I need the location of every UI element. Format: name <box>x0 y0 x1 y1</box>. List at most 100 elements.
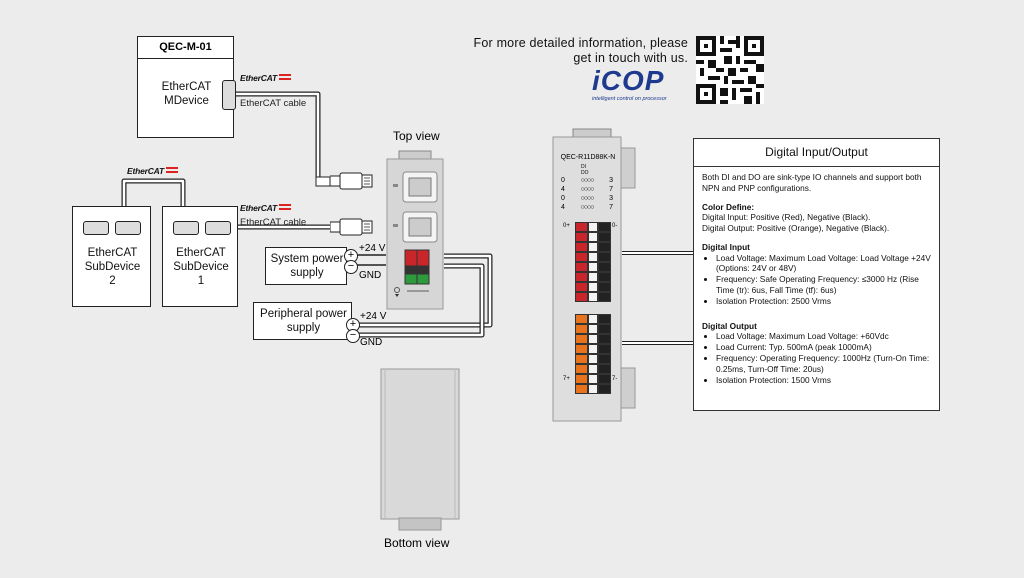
master-port <box>222 80 236 110</box>
terminal-row <box>575 292 611 302</box>
terminal-positive <box>575 282 589 292</box>
top-view-label: Top view <box>393 129 440 143</box>
terminal-row <box>575 272 611 282</box>
contact-line-2: get in touch with us. <box>573 51 688 65</box>
terminal-positive <box>575 384 589 394</box>
terminal-negative <box>597 354 611 364</box>
icop-logo-text: iCOP <box>592 65 665 96</box>
info-body: Both DI and DO are sink-type IO channels… <box>694 167 939 390</box>
do-list: Load Voltage: Maximum Load Voltage: +60V… <box>702 331 931 385</box>
contact-text: For more detailed information, please ge… <box>450 36 688 66</box>
terminal-slot <box>588 272 598 282</box>
subdevice-2-port-a <box>83 221 109 235</box>
led-row: 0 ○○○○ 3 <box>561 194 613 203</box>
terminal-row <box>575 222 611 232</box>
di-item: Frequency: Safe Operating Frequency: ≤30… <box>716 274 931 296</box>
terminal-negative <box>597 324 611 334</box>
terminal-row <box>575 252 611 262</box>
peripheral-power-box: Peripheral power supply <box>253 302 352 340</box>
terminal-negative <box>597 242 611 252</box>
master-name-line-1: EtherCAT <box>161 81 212 93</box>
led-dots: ○○○○ <box>580 186 595 193</box>
terminal-row <box>575 242 611 252</box>
terminal-positive <box>575 324 589 334</box>
system-power-line-2: supply <box>290 266 324 279</box>
color-define-title: Color Define: <box>702 201 755 212</box>
terminal-positive <box>575 222 589 232</box>
terminal-negative <box>597 364 611 374</box>
qr-code[interactable] <box>696 36 764 104</box>
peripheral-power-line-1: Peripheral power <box>260 308 347 320</box>
system-power-line-1: System power <box>270 253 344 265</box>
peripheral-minus-symbol: − <box>349 329 357 341</box>
terminal-label-top-right: 0- <box>612 223 618 229</box>
icop-tagline: intelligent control on processor <box>592 96 667 102</box>
system-minus-terminal: − <box>344 260 358 274</box>
ethercat-logo-subdevice-1: EtherCAT <box>240 203 291 213</box>
terminal-slot <box>588 242 598 252</box>
color-define-2: Digital Output: Positive (Orange), Negat… <box>702 223 890 234</box>
di-title: Digital Input <box>702 241 750 252</box>
terminal-slot <box>588 314 598 324</box>
ethercat-logo-master: EtherCAT <box>240 73 291 83</box>
led-dots: ○○○○ <box>580 195 595 202</box>
terminal-label-top-left: 0+ <box>563 223 570 229</box>
terminal-negative <box>597 314 611 324</box>
module-led-grid: 0○○○○3 4○○○○7 0○○○○3 4○○○○7 <box>561 176 613 212</box>
top-view-device <box>386 150 444 310</box>
terminal-positive <box>575 374 589 384</box>
subdevice-1-line-3: 1 <box>197 274 205 287</box>
led-row-right: 3 <box>609 195 613 202</box>
peripheral-power-label: Peripheral power supply <box>254 308 353 336</box>
subdevice-1-line-2: SubDevice <box>173 260 229 273</box>
terminal-slot <box>588 232 598 242</box>
system-minus-symbol: − <box>347 260 355 272</box>
subdevice-2-line-3: 2 <box>109 274 116 287</box>
terminal-row <box>575 344 611 354</box>
terminal-negative <box>597 272 611 282</box>
terminal-negative <box>597 282 611 292</box>
peripheral-minus-terminal: − <box>346 329 360 343</box>
subdevice-1-line-1: EtherCAT <box>176 247 226 259</box>
color-define-1: Digital Input: Positive (Red), Negative … <box>702 212 871 223</box>
terminal-negative <box>597 334 611 344</box>
system-plus-label: +24 V <box>359 243 386 254</box>
terminal-row <box>575 354 611 364</box>
bottom-view-device <box>380 368 460 531</box>
cable-label-subdevice: EtherCAT cable <box>240 217 307 228</box>
contact-line-1: For more detailed information, please <box>473 36 688 50</box>
terminal-negative <box>597 262 611 272</box>
terminal-negative <box>597 222 611 232</box>
terminal-negative <box>597 344 611 354</box>
module-do-label: DO <box>581 170 589 176</box>
di-list: Load Voltage: Maximum Load Voltage: Load… <box>702 253 931 307</box>
terminal-label-bot-left: 7+ <box>563 376 570 382</box>
terminal-negative <box>597 252 611 262</box>
terminal-slot <box>588 344 598 354</box>
terminal-slot <box>588 252 598 262</box>
master-device-box: QEC-M-01 EtherCAT MDevice <box>137 36 234 138</box>
di-item: Load Voltage: Maximum Load Voltage: Load… <box>716 253 931 275</box>
terminal-negative <box>597 232 611 242</box>
peripheral-plus-terminal: + <box>346 318 360 332</box>
io-module: QEC-R11D88K-N DI DO 0○○○○3 4○○○○7 0○○○○3… <box>551 128 638 423</box>
icop-logo: iCOP intelligent control on processor <box>592 66 687 106</box>
terminal-positive <box>575 242 589 252</box>
terminal-positive <box>575 334 589 344</box>
terminal-row <box>575 232 611 242</box>
terminal-positive <box>575 232 589 242</box>
terminal-row <box>575 364 611 374</box>
terminal-row <box>575 282 611 292</box>
subdevice-1-box: EtherCAT SubDevice 1 <box>162 206 238 307</box>
terminal-row <box>575 374 611 384</box>
di-item: Isolation Protection: 2500 Vrms <box>716 296 931 307</box>
terminal-positive <box>575 252 589 262</box>
terminal-row <box>575 262 611 272</box>
led-dots: ○○○○ <box>580 177 595 184</box>
terminal-slot <box>588 384 598 394</box>
led-row-left: 0 <box>561 195 565 202</box>
terminal-slot <box>588 374 598 384</box>
terminal-slot <box>588 324 598 334</box>
subdevice-1-name: EtherCAT SubDevice 1 <box>163 247 239 288</box>
